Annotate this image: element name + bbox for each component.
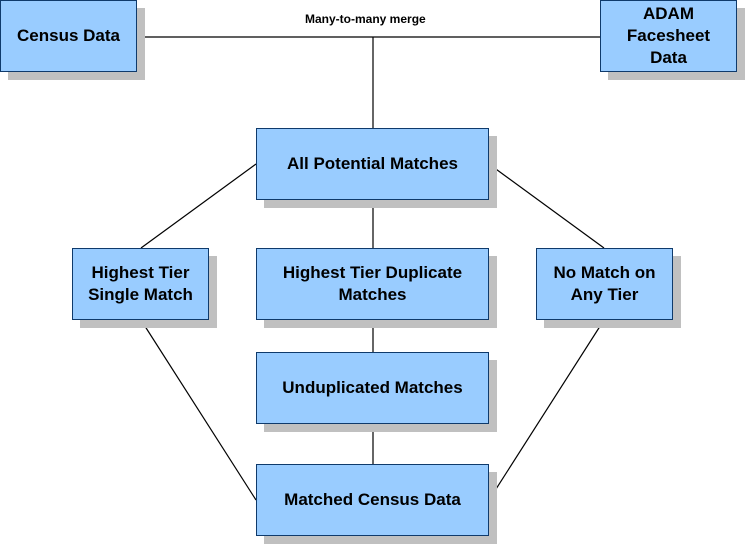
node-label: Unduplicated Matches bbox=[282, 378, 463, 397]
node-label: Highest Tier Single Match bbox=[88, 263, 193, 304]
edge-label-many-to-many: Many-to-many merge bbox=[305, 12, 426, 26]
edge-single-matched bbox=[140, 319, 257, 501]
edge-all-single bbox=[140, 163, 257, 249]
edge-nomatch-matched bbox=[488, 319, 605, 501]
node-highest-tier-duplicate-matches: Highest Tier Duplicate Matches bbox=[256, 248, 489, 320]
node-label: No Match on Any Tier bbox=[553, 263, 656, 304]
node-label: ADAM Facesheet Data bbox=[626, 4, 711, 67]
node-highest-tier-single-match: Highest Tier Single Match bbox=[72, 248, 209, 320]
node-label: Highest Tier Duplicate Matches bbox=[282, 263, 463, 304]
node-unduplicated-matches: Unduplicated Matches bbox=[256, 352, 489, 424]
node-matched-census-data: Matched Census Data bbox=[256, 464, 489, 536]
node-adam-facesheet-data: ADAM Facesheet Data bbox=[600, 0, 737, 72]
node-label: Census Data bbox=[17, 26, 120, 45]
node-label: Matched Census Data bbox=[284, 490, 461, 509]
edge-all-nomatch bbox=[488, 163, 605, 249]
node-no-match-any-tier: No Match on Any Tier bbox=[536, 248, 673, 320]
node-label: All Potential Matches bbox=[287, 154, 458, 173]
node-census-data: Census Data bbox=[0, 0, 137, 72]
node-all-potential-matches: All Potential Matches bbox=[256, 128, 489, 200]
